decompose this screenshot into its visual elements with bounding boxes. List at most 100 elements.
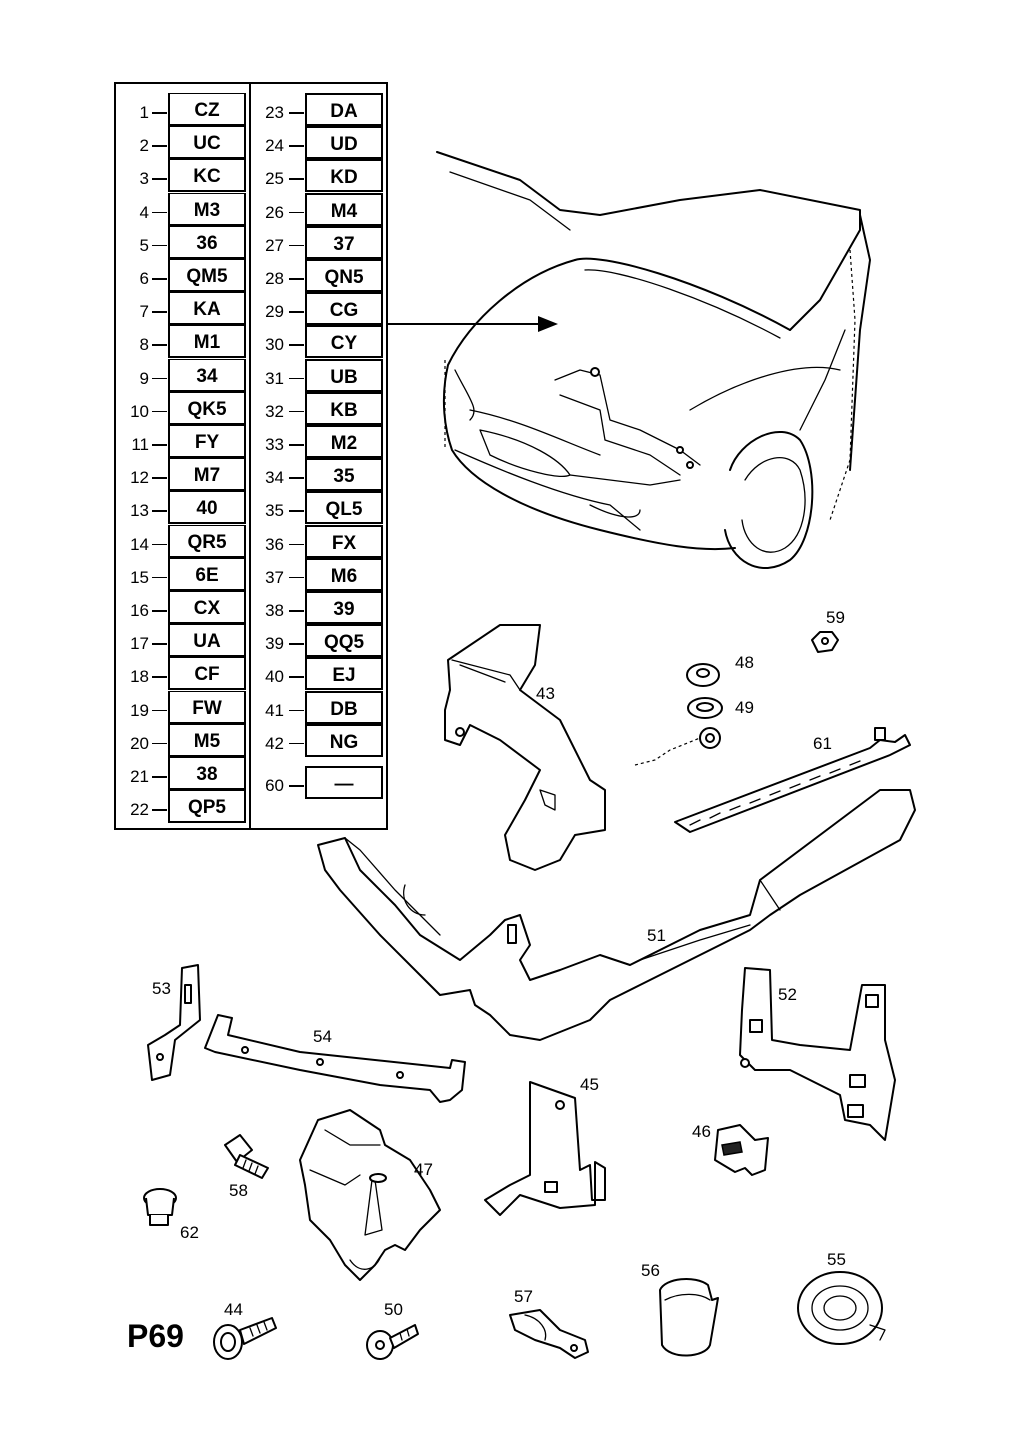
legend-row-number: 23 (265, 103, 284, 122)
legend-row-number: 13 (130, 501, 149, 521)
legend-row-leader (289, 785, 304, 787)
legend-row-code: DA (305, 93, 383, 126)
legend-row-code: 39 (305, 591, 383, 624)
legend-row-code: 35 (305, 458, 383, 492)
part-53-bracket (147, 964, 201, 1081)
legend-row-number: 6 (139, 269, 149, 288)
legend-row-leader (289, 311, 304, 313)
legend-row-leader (289, 344, 304, 346)
legend-row-leader (289, 278, 304, 280)
callout-49: 49 (735, 698, 754, 717)
legend-row-leader (152, 178, 167, 180)
callout-51: 51 (647, 926, 666, 945)
legend-row-number: 26 (265, 202, 284, 222)
legend-row-code: QK5 (168, 391, 246, 425)
callout-59: 59 (826, 608, 845, 627)
part-54-bracket (204, 1014, 466, 1103)
legend-row-number: 28 (265, 269, 284, 288)
legend-row-number: 21 (130, 767, 149, 786)
legend-row-code: KC (168, 159, 246, 193)
legend-row-number: 24 (265, 136, 284, 156)
legend-row-number: 35 (265, 501, 284, 521)
legend-row-code: KB (305, 391, 383, 425)
legend-row-code: M2 (305, 425, 383, 458)
legend-row-code: 6E (168, 557, 246, 591)
legend-row-code: M3 (168, 192, 246, 226)
legend-row-leader (152, 477, 167, 479)
legend-row-leader (289, 377, 304, 380)
legend-row-code: FY (168, 425, 246, 458)
legend-row-number: 22 (130, 800, 149, 820)
legend-row-number: 25 (265, 169, 284, 189)
callout-56: 56 (641, 1261, 660, 1280)
legend-row-code: M5 (168, 723, 246, 757)
legend-row-code: QN5 (305, 259, 383, 292)
legend-row: 3 KC (0, 159, 1024, 193)
pointer-arrow (387, 316, 558, 332)
legend-row-number: 16 (130, 601, 149, 620)
legend-row-code: M4 (305, 192, 383, 226)
legend-row-number: 14 (130, 534, 149, 554)
callout-54: 54 (313, 1027, 332, 1046)
legend-row: 16 CX (0, 591, 1024, 624)
part-51-duct (317, 789, 916, 1041)
legend-row-code: KA (168, 292, 246, 326)
legend-row-code: NG (305, 723, 383, 757)
legend-row-number: 2 (139, 136, 149, 156)
legend-row-number: 11 (131, 435, 149, 454)
legend-divider (249, 82, 251, 830)
legend-row-leader (152, 610, 167, 612)
legend-row-leader (289, 510, 304, 512)
legend-row-number: 3 (139, 169, 149, 189)
legend-row: 26 M4 (0, 192, 1024, 226)
callout-labels: 43 44 45 46 47 48 49 50 51 52 53 54 55 5… (152, 608, 846, 1319)
legend-row-leader (152, 278, 167, 280)
part-62-plug (143, 1188, 177, 1226)
legend-row-number: 32 (265, 401, 284, 421)
legend-row-leader (152, 809, 167, 811)
part-58-bolt (224, 1134, 269, 1179)
legend-row-code: CX (168, 591, 246, 624)
callout-45: 45 (580, 1075, 599, 1094)
legend-row-number: 29 (265, 302, 284, 322)
callout-48: 48 (735, 653, 754, 672)
legend-row-leader (289, 643, 304, 645)
legend-row: 11 FY (0, 425, 1024, 458)
legend-row-number: 17 (130, 634, 149, 654)
part-47-holder (299, 1109, 441, 1281)
legend-row: 29 CG (0, 292, 1024, 326)
legend-row: 28 QN5 (0, 259, 1024, 292)
legend-row-leader (289, 610, 304, 612)
legend-row-leader (152, 145, 167, 147)
legend-row-number: 36 (265, 534, 284, 554)
legend-row-leader (152, 676, 167, 678)
legend-row-number: 9 (139, 368, 149, 388)
callout-57: 57 (514, 1287, 533, 1306)
legend-row-leader (289, 145, 304, 147)
legend-row-number: 31 (265, 368, 284, 388)
legend-row-code: EJ (305, 657, 383, 691)
legend-row-leader (289, 543, 304, 546)
legend-row-code: CG (305, 292, 383, 326)
legend-row-number: 40 (265, 667, 284, 687)
